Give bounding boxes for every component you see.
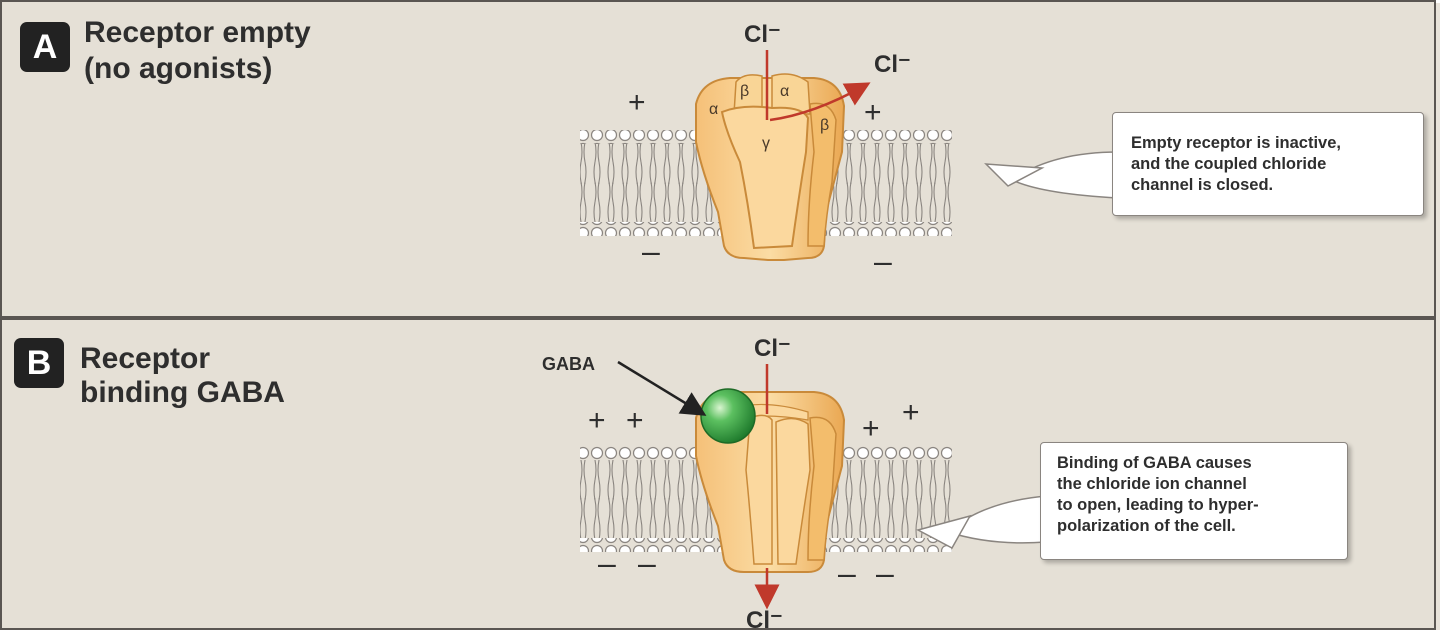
gaba-pointer-arrow <box>617 360 707 416</box>
subunit-alpha-2: α <box>780 83 789 100</box>
callout-b-arrowhead <box>915 514 972 550</box>
callout-a-arrowhead <box>984 163 1045 187</box>
callout-b-line-4: polarization of the cell. <box>1057 517 1236 535</box>
panel-a: A Receptor empty (no agonists) <box>0 0 1436 318</box>
panel-b-letter: B <box>14 338 64 388</box>
charge-plus-a-left: + <box>628 86 646 119</box>
subunit-beta-1: β <box>740 83 749 100</box>
panel-b: B Receptor binding GABA <box>0 318 1436 630</box>
charge-plus-b-2: + <box>626 404 644 437</box>
chloride-label-top-a: Cl⁻ <box>744 21 781 48</box>
callout-a-line-2: and the coupled chloride <box>1131 155 1327 173</box>
charge-plus-b-1: + <box>588 404 606 437</box>
charge-minus-a-left: – <box>642 233 660 269</box>
chloride-label-exit-a: Cl⁻ <box>874 51 911 78</box>
chloride-deflect-arrow <box>769 82 871 122</box>
gaba-receptor-closed: α β α β γ <box>695 73 846 261</box>
subunit-alpha-1: α <box>709 101 718 118</box>
charge-minus-b-3: – <box>838 555 856 591</box>
panel-a-diagram: α β α β γ Cl⁻ Cl⁻ + + – – <box>580 21 1119 279</box>
panel-b-diagram: GABA Cl⁻ Cl⁻ + + + + – – – – <box>542 335 1047 630</box>
gaba-molecule <box>700 388 756 444</box>
gaba-label: GABA <box>542 354 595 374</box>
callout-a-line-3: channel is closed. <box>1131 176 1274 194</box>
callout-b: Binding of GABA causes the chloride ion … <box>1040 442 1348 560</box>
charge-minus-b-1: – <box>598 545 616 581</box>
chloride-label-bottom-b: Cl⁻ <box>746 607 783 630</box>
subunit-gamma: γ <box>762 135 770 152</box>
subunit-beta-2: β <box>820 117 829 134</box>
callout-b-line-1: Binding of GABA causes <box>1057 454 1252 472</box>
callout-a-line-1: Empty receptor is inactive, <box>1131 134 1341 152</box>
panel-a-letter: A <box>20 22 70 72</box>
callout-b-line-2: the chloride ion channel <box>1057 475 1247 493</box>
panel-b-title-line2: binding GABA <box>80 376 285 409</box>
charge-plus-b-4: + <box>902 396 920 429</box>
panel-a-title-line2: (no agonists) <box>84 52 273 85</box>
callout-b-line-3: to open, leading to hyper- <box>1057 496 1259 514</box>
panel-b-title-line1: Receptor <box>80 342 211 375</box>
charge-minus-b-2: – <box>638 545 656 581</box>
charge-plus-b-3: + <box>862 412 880 445</box>
charge-plus-a-right: + <box>864 96 882 129</box>
chloride-label-top-b: Cl⁻ <box>754 335 791 362</box>
callout-a: Empty receptor is inactive, and the coup… <box>1112 112 1424 216</box>
charge-minus-b-4: – <box>876 555 894 591</box>
panel-a-title-line1: Receptor empty <box>84 16 311 49</box>
charge-minus-a-right: – <box>874 243 892 279</box>
